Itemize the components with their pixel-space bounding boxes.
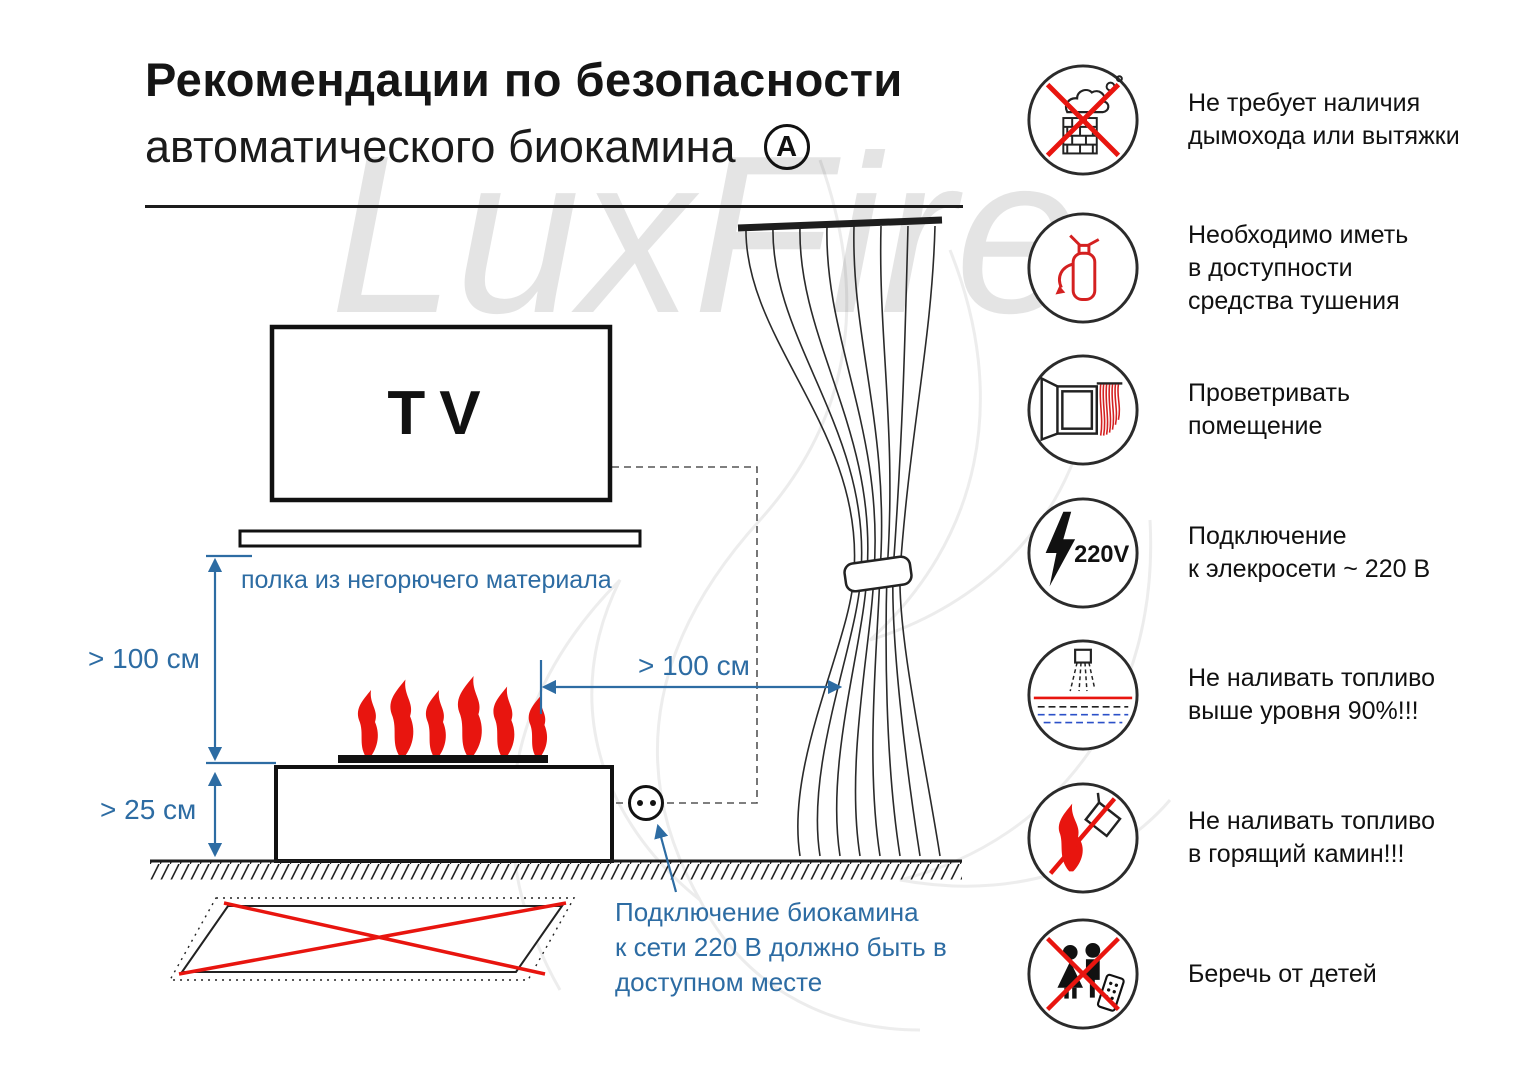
title-block: Рекомендации по безопасности автоматичес… xyxy=(145,52,903,173)
no-refuel-burning-icon xyxy=(1027,782,1139,894)
carpet-crossed xyxy=(168,897,576,981)
power-badge: 220V xyxy=(1074,542,1129,568)
dimension-lines xyxy=(206,554,843,893)
circled-a-badge: A xyxy=(763,124,810,170)
safety-item-label: Не наливать топливо выше уровня 90%!!! xyxy=(1188,664,1436,725)
dim-curtain-distance-label: > 100 см xyxy=(638,650,750,681)
safety-item-no-refuel: Не наливать топливо в горящий камин!!! xyxy=(1024,778,1494,898)
burner xyxy=(338,755,548,763)
ventilation-icon xyxy=(1027,354,1139,466)
watermark-text: LuxFire xyxy=(330,108,1080,360)
tv-label: TV xyxy=(387,379,495,448)
fuel-can xyxy=(1084,792,1122,838)
page-title-line2: автоматического биокамина xyxy=(145,121,736,172)
fuel-nozzle xyxy=(1069,648,1096,692)
safety-item-fuel-level: Не наливать топливо выше уровня 90%!!! xyxy=(1024,635,1494,755)
safety-item-extinguisher: Необходимо иметь в доступности средства … xyxy=(1024,208,1494,328)
title-divider xyxy=(145,205,963,208)
page-title-line1: Рекомендации по безопасности xyxy=(145,53,903,106)
keep-from-children-icon xyxy=(1027,918,1139,1030)
fuel-level-icon xyxy=(1027,639,1139,751)
power-outlet xyxy=(628,785,664,821)
shelf xyxy=(238,529,642,548)
safety-item-no-chimney: Не требует наличия дымохода или вытяжки xyxy=(1024,60,1494,180)
outlet-pointer-arrow-icon xyxy=(654,823,678,893)
shelf-label: полка из негорючего материала xyxy=(241,566,612,594)
safety-item-power: 220V Подключение к элекросети ~ 220 В xyxy=(1024,493,1494,613)
no-chimney-icon xyxy=(1027,64,1139,176)
fire-extinguisher-icon xyxy=(1027,212,1139,324)
dim-floor-height-label: > 25 см xyxy=(100,794,197,825)
safety-item-label: Необходимо иметь в доступности средства … xyxy=(1188,220,1409,315)
power-220v-icon: 220V xyxy=(1027,497,1139,609)
fireplace-cabinet xyxy=(274,765,614,863)
flames xyxy=(357,676,548,760)
curtain xyxy=(737,216,943,857)
floor xyxy=(150,859,962,880)
safety-item-label: Проветривать помещение xyxy=(1188,379,1350,440)
lightning-icon xyxy=(1045,511,1076,587)
outlet-note: Подключение биокамина к сети 220 В должн… xyxy=(615,897,947,998)
tv xyxy=(269,324,613,503)
safety-item-label: Не наливать топливо в горящий камин!!! xyxy=(1188,807,1436,868)
open-window xyxy=(1040,376,1098,442)
safety-item-label: Не требует наличия дымохода или вытяжки xyxy=(1188,89,1460,150)
safety-item-ventilation: Проветривать помещение xyxy=(1024,350,1494,470)
safety-item-children: Беречь от детей xyxy=(1024,914,1494,1034)
red-slash-icon xyxy=(1048,797,1117,875)
dim-shelf-height-label: > 100 см xyxy=(88,643,200,674)
window-curtain xyxy=(1099,384,1121,436)
power-cable-dashed xyxy=(446,466,758,804)
safety-item-label: Беречь от детей xyxy=(1188,959,1377,988)
smoke-cloud xyxy=(1064,89,1110,114)
carpet-cross-icon xyxy=(223,901,546,976)
safety-item-label: Подключение к элекросети ~ 220 В xyxy=(1188,522,1431,583)
